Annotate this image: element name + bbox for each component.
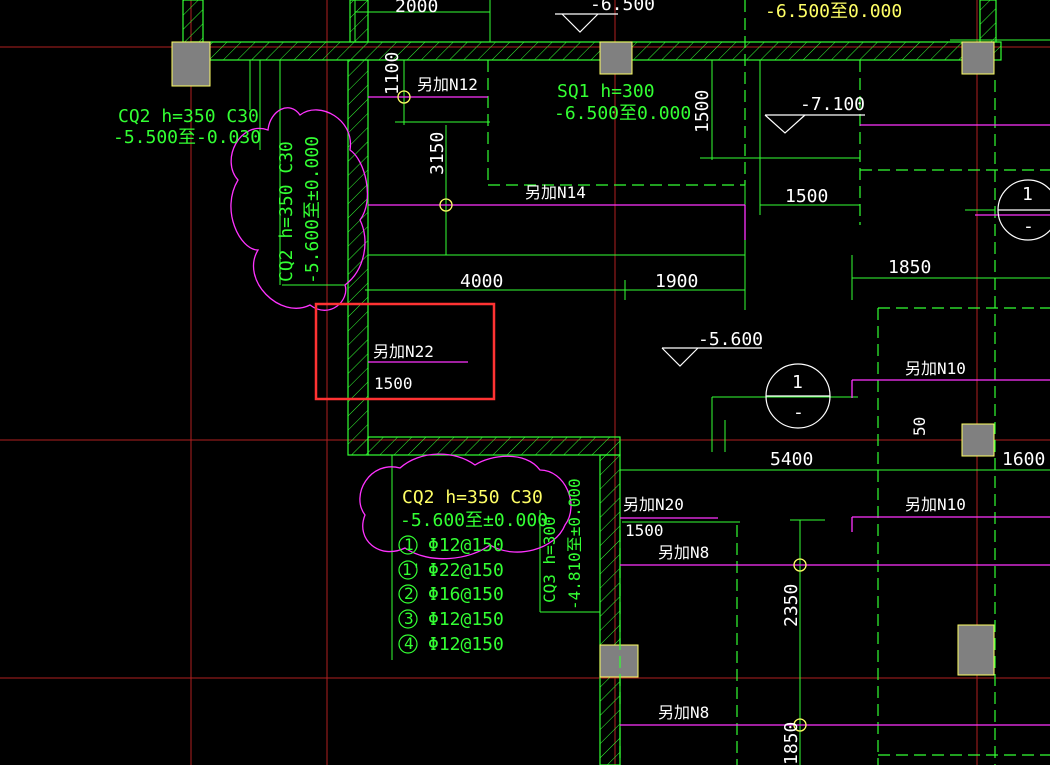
- columns: [171, 41, 995, 678]
- section-marker-1-sub: -: [793, 402, 804, 423]
- section-marker-1-number: 1: [792, 372, 803, 393]
- rebar-label-n20: 另加N20: [623, 495, 684, 514]
- dim-1500-vertical: 1500: [692, 90, 713, 133]
- rebar-schedule: 1 Φ12@150 1' Φ22@150 2 Φ16@150 3 Φ12@150…: [402, 535, 504, 655]
- dim-5400: 5400: [770, 449, 813, 470]
- elevation-top-right: -6.500至0.000: [765, 1, 902, 22]
- elevation-5600: -5.600: [698, 329, 763, 350]
- elevation-7100: -7.100: [800, 94, 865, 115]
- rebar-label-n10-a: 另加N10: [905, 359, 966, 378]
- section-marker-2-sub: -: [1023, 216, 1034, 237]
- section-marker-1: [765, 363, 831, 429]
- highlight-box[interactable]: [314, 302, 496, 401]
- dim-50: 50: [910, 417, 929, 436]
- section-marker-2-number: 1: [1022, 184, 1033, 205]
- dim-1500-n20: 1500: [625, 521, 664, 540]
- elevation-symbols: [555, 13, 865, 367]
- schedule-mark-1p: 1': [402, 560, 421, 579]
- dim-1600: 1600: [1002, 449, 1045, 470]
- rebar-dots: [397, 90, 807, 732]
- section-marker-2: [997, 179, 1050, 241]
- schedule-mark-2: 2: [404, 584, 414, 603]
- wall-cq3-title: CQ3 h=300: [540, 516, 559, 603]
- schedule-spec-3: Φ12@150: [428, 609, 504, 630]
- wall-sq1-title: SQ1 h=300: [557, 81, 655, 102]
- dim-4000: 4000: [460, 271, 503, 292]
- schedule-spec-4: Φ12@150: [428, 634, 504, 655]
- rebar-label-n14: 另加N14: [525, 183, 586, 202]
- dim-1850-bottom: 1850: [781, 722, 802, 765]
- wall-cq2-bottom-title: CQ2 h=350 C30: [402, 487, 543, 508]
- walls-hatched: [182, 0, 1002, 765]
- schedule-spec-1p: Φ22@150: [428, 560, 504, 581]
- rebar-label-n12: 另加N12: [417, 75, 478, 94]
- elevation-top-mid: -6.500: [590, 0, 655, 15]
- dimension-lines: [249, 0, 1050, 765]
- dim-1100: 1100: [382, 52, 403, 95]
- rebar-label-n8-b: 另加N8: [658, 703, 709, 722]
- rebar-label-n10-b: 另加N10: [905, 495, 966, 514]
- dim-1500-horizontal: 1500: [785, 186, 828, 207]
- schedule-mark-3: 3: [404, 609, 414, 628]
- schedule-spec-1: Φ12@150: [428, 535, 504, 556]
- dim-1500-n22: 1500: [374, 374, 413, 393]
- wall-cq2-left-title: CQ2 h=350 C30: [118, 106, 259, 127]
- rebar-label-n8-a: 另加N8: [658, 543, 709, 562]
- wall-cq2-vert-range: -5.600至±0.000: [302, 136, 323, 284]
- schedule-spec-2: Φ16@150: [428, 584, 504, 605]
- wall-cq2-left-range: -5.500至-0.030: [113, 127, 261, 148]
- schedule-mark-1: 1: [404, 535, 414, 554]
- wall-sq1-range: -6.500至0.000: [554, 103, 691, 124]
- dim-1850-top: 1850: [888, 257, 931, 278]
- wall-cq2-bottom-range: -5.600至±0.000: [400, 510, 548, 531]
- dim-2350: 2350: [781, 584, 802, 627]
- rebar-label-n22: 另加N22: [373, 342, 434, 361]
- schedule-mark-4: 4: [404, 634, 414, 653]
- revision-clouds: [230, 107, 572, 560]
- dim-1900: 1900: [655, 271, 698, 292]
- dim-3150: 3150: [427, 132, 448, 175]
- rebar-lines: [368, 96, 1050, 726]
- dim-2000: 2000: [395, 0, 438, 17]
- wall-cq2-vert-title: CQ2 h=350 C30: [276, 141, 297, 282]
- wall-cq3-range: -4.810至±0.000: [565, 478, 584, 610]
- schedule-bullets: [398, 535, 418, 654]
